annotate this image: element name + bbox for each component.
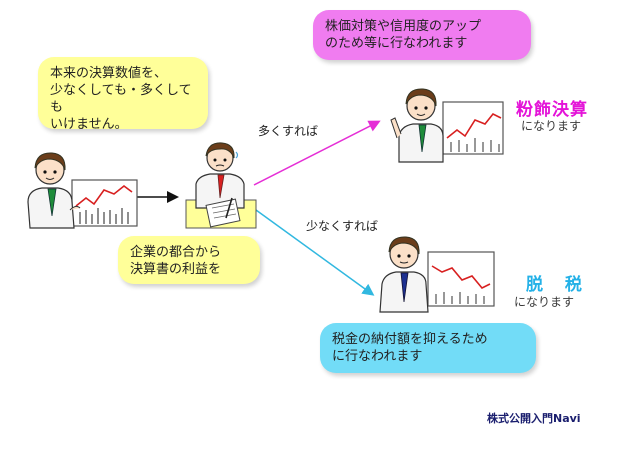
company-bubble: 企業の都合から 決算書の利益を bbox=[118, 236, 260, 284]
presenter-figure-upper bbox=[390, 88, 504, 163]
note-bubble: 本来の決算数値を、 少なくしても・多くしても いけません。 bbox=[38, 57, 208, 132]
arrow-more bbox=[253, 120, 381, 186]
stock-measure-bubble: 株価対策や信用度のアップ のため等に行なわれます bbox=[313, 10, 531, 60]
tax-evasion-subtitle: になります bbox=[514, 295, 575, 309]
site-brand: 株式公開入門Navi bbox=[487, 412, 581, 425]
window-dressing-subtitle: になります bbox=[521, 119, 582, 133]
tax-evasion-title: 脱 税 bbox=[526, 275, 590, 295]
presenter-figure-left bbox=[27, 152, 138, 229]
tax-reduction-bubble: 税金の納付額を抑えるため に行なわれます bbox=[320, 323, 536, 373]
arrow-label-less: 少なくすれば bbox=[306, 219, 379, 233]
presenter-figure-lower bbox=[379, 236, 495, 313]
accountant-figure bbox=[185, 142, 257, 229]
window-dressing-title: 粉飾決算 bbox=[516, 100, 588, 120]
arrow-less bbox=[255, 209, 375, 296]
arrow-label-more: 多くすれば bbox=[258, 124, 319, 138]
